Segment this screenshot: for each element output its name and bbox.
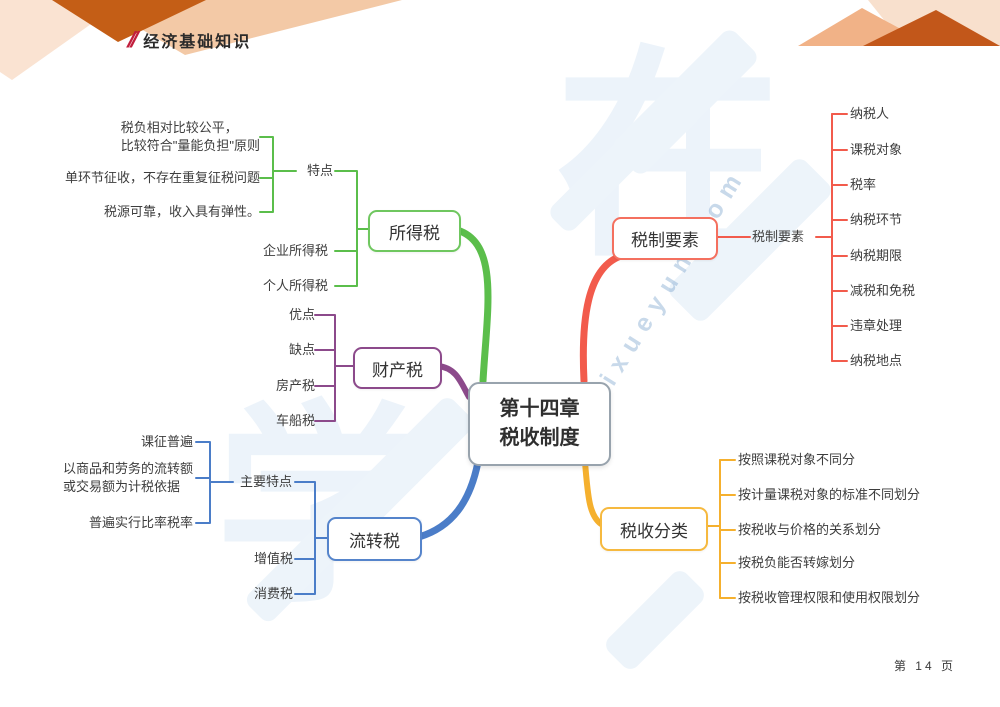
node-turnover-tax: 流转税	[327, 517, 422, 561]
tax-classification-child: 按税收管理权限和使用权限划分	[738, 589, 921, 605]
property-child: 缺点	[288, 341, 315, 357]
tax-elements-links	[714, 113, 848, 362]
branch-curve-turnover-tax	[415, 458, 482, 541]
turnover-feature-item: 普遍实行比率税率	[88, 514, 193, 530]
node-tax-classification: 税收分类	[600, 507, 708, 551]
property-child: 房产税	[275, 377, 315, 393]
property-child: 车船税	[275, 412, 315, 428]
branch-curve-tax-elements	[579, 252, 625, 385]
tax-elements-child: 纳税人	[850, 105, 890, 121]
branch-curve-property-tax	[435, 363, 472, 400]
page-number: 第 14 页	[893, 659, 956, 673]
turnover-feature-item: 以商品和劳务的流转额 或交易额为计税依据	[62, 460, 193, 494]
branch-curve-income-tax	[453, 226, 492, 385]
node-tax-elements: 税制要素	[612, 217, 718, 260]
tax-elements-child: 违章处理	[850, 317, 903, 333]
page-title: 经济基础知识	[143, 34, 252, 51]
income-child: 企业所得税	[262, 242, 328, 258]
header: // 经济基础知识	[126, 27, 252, 53]
income-child: 个人所得税	[262, 277, 328, 293]
income-feature-item: 税源可靠，收入具有弹性。	[103, 203, 260, 219]
tax-elements-subnode: 税制要素	[752, 228, 805, 244]
tax-classification-child: 按税负能否转嫁划分	[738, 554, 856, 570]
watermark-logo-char-2: 学	[215, 387, 430, 628]
tax-classification-links	[704, 459, 736, 599]
income-feature-item: 单环节征收，不存在重复征税问题	[64, 169, 260, 185]
turnover-tax-links	[195, 441, 328, 595]
tax-elements-child: 纳税期限	[850, 247, 903, 263]
node-property-tax: 财产税	[353, 347, 442, 389]
turnover-child: 消费税	[253, 585, 293, 601]
income-feature-label: 特点	[306, 162, 333, 178]
tax-elements-child: 减税和免税	[850, 282, 916, 298]
turnover-feature-item: 课征普遍	[140, 433, 193, 449]
center-node-chapter: 第十四章 税收制度	[468, 382, 611, 466]
tax-elements-child: 税率	[850, 176, 877, 192]
branch-curve-tax-classification	[582, 459, 604, 527]
tax-classification-child: 按税收与价格的关系划分	[738, 521, 882, 537]
tax-elements-child: 纳税环节	[850, 211, 903, 227]
income-tax-links	[259, 136, 369, 287]
income-feature-item: 税负相对比较公平， 比较符合"量能负担"原则	[120, 119, 260, 153]
node-income-tax: 所得税	[368, 210, 461, 252]
tax-elements-child: 课税对象	[850, 141, 903, 157]
property-tax-links	[314, 314, 354, 422]
turnover-feature-label: 主要特点	[239, 473, 292, 489]
turnover-child: 增值税	[253, 550, 293, 566]
tax-classification-child: 按照课税对象不同分	[738, 451, 856, 467]
tax-elements-child: 纳税地点	[850, 352, 903, 368]
property-child: 优点	[288, 306, 315, 322]
tax-classification-child: 按计量课税对象的标准不同划分	[738, 486, 921, 502]
